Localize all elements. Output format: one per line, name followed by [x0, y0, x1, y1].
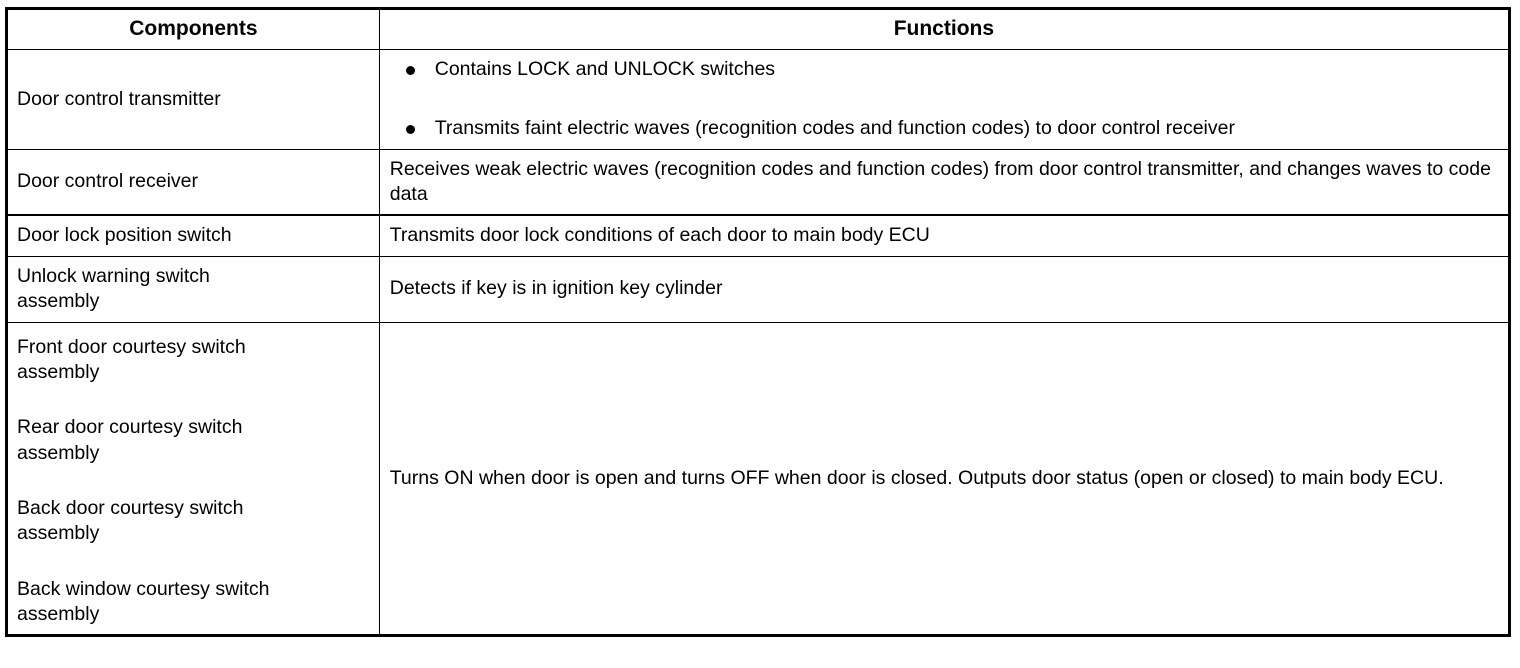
function-bullet-list: Contains LOCK and UNLOCK switches Transm…	[390, 57, 1498, 142]
function-description-cell: Turns ON when door is open and turns OFF…	[378, 321, 1511, 637]
component-entry: Rear door courtesy switch assembly	[17, 415, 373, 466]
table-row: Unlock warning switch assembly Detects i…	[6, 255, 1511, 323]
component-name-line: Front door courtesy switch	[17, 335, 246, 358]
component-name-line: assembly	[17, 602, 100, 625]
component-name-cell: Door control receiver	[6, 148, 380, 217]
bullet-icon	[405, 66, 415, 76]
column-header-components: Components	[6, 7, 380, 51]
component-name-line: assembly	[17, 441, 100, 464]
component-name-cell: Door lock position switch	[6, 214, 380, 257]
table-row: Door control transmitter Contains LOCK a…	[6, 49, 1511, 150]
table-body: Door control transmitter Contains LOCK a…	[6, 49, 1511, 637]
list-item: Contains LOCK and UNLOCK switches	[390, 57, 1498, 82]
component-name-line: assembly	[17, 290, 100, 313]
list-item: Transmits faint electric waves (recognit…	[390, 116, 1498, 141]
table-header-row: Components Functions	[6, 7, 1511, 51]
component-name-line: assembly	[17, 522, 100, 545]
function-description-cell: Receives weak electric waves (recognitio…	[378, 148, 1511, 217]
component-name-cell: Front door courtesy switch assembly Rear…	[6, 321, 380, 637]
table-row: Front door courtesy switch assembly Rear…	[6, 321, 1511, 637]
table-header: Components Functions	[6, 7, 1511, 51]
component-entry: Front door courtesy switch assembly	[17, 335, 373, 386]
table-row: Door lock position switch Transmits door…	[6, 214, 1511, 257]
component-name-line: Back window courtesy switch	[17, 577, 270, 600]
function-description-cell: Transmits door lock conditions of each d…	[378, 214, 1511, 257]
components-functions-table: Components Functions Door control transm…	[5, 7, 1511, 638]
component-name-stack: Front door courtesy switch assembly Rear…	[17, 335, 373, 628]
table-row: Door control receiver Receives weak elec…	[6, 148, 1511, 217]
bullet-text: Transmits faint electric waves (recognit…	[434, 117, 1235, 140]
component-name-line: assembly	[17, 360, 100, 383]
function-description-cell: Contains LOCK and UNLOCK switches Transm…	[378, 49, 1511, 150]
component-name-line: Unlock warning switch	[17, 264, 210, 287]
component-entry: Back window courtesy switch assembly	[17, 577, 373, 628]
function-description-cell: Detects if key is in ignition key cylind…	[378, 255, 1511, 323]
bullet-icon	[405, 125, 415, 135]
component-name-cell: Door control transmitter	[6, 49, 380, 150]
bullet-text: Contains LOCK and UNLOCK switches	[434, 58, 776, 81]
column-header-functions: Functions	[378, 7, 1511, 51]
component-name-line: Back door courtesy switch	[17, 496, 244, 519]
component-name-line: Rear door courtesy switch	[17, 416, 243, 439]
component-entry: Back door courtesy switch assembly	[17, 496, 373, 547]
component-name-cell: Unlock warning switch assembly	[6, 255, 380, 323]
